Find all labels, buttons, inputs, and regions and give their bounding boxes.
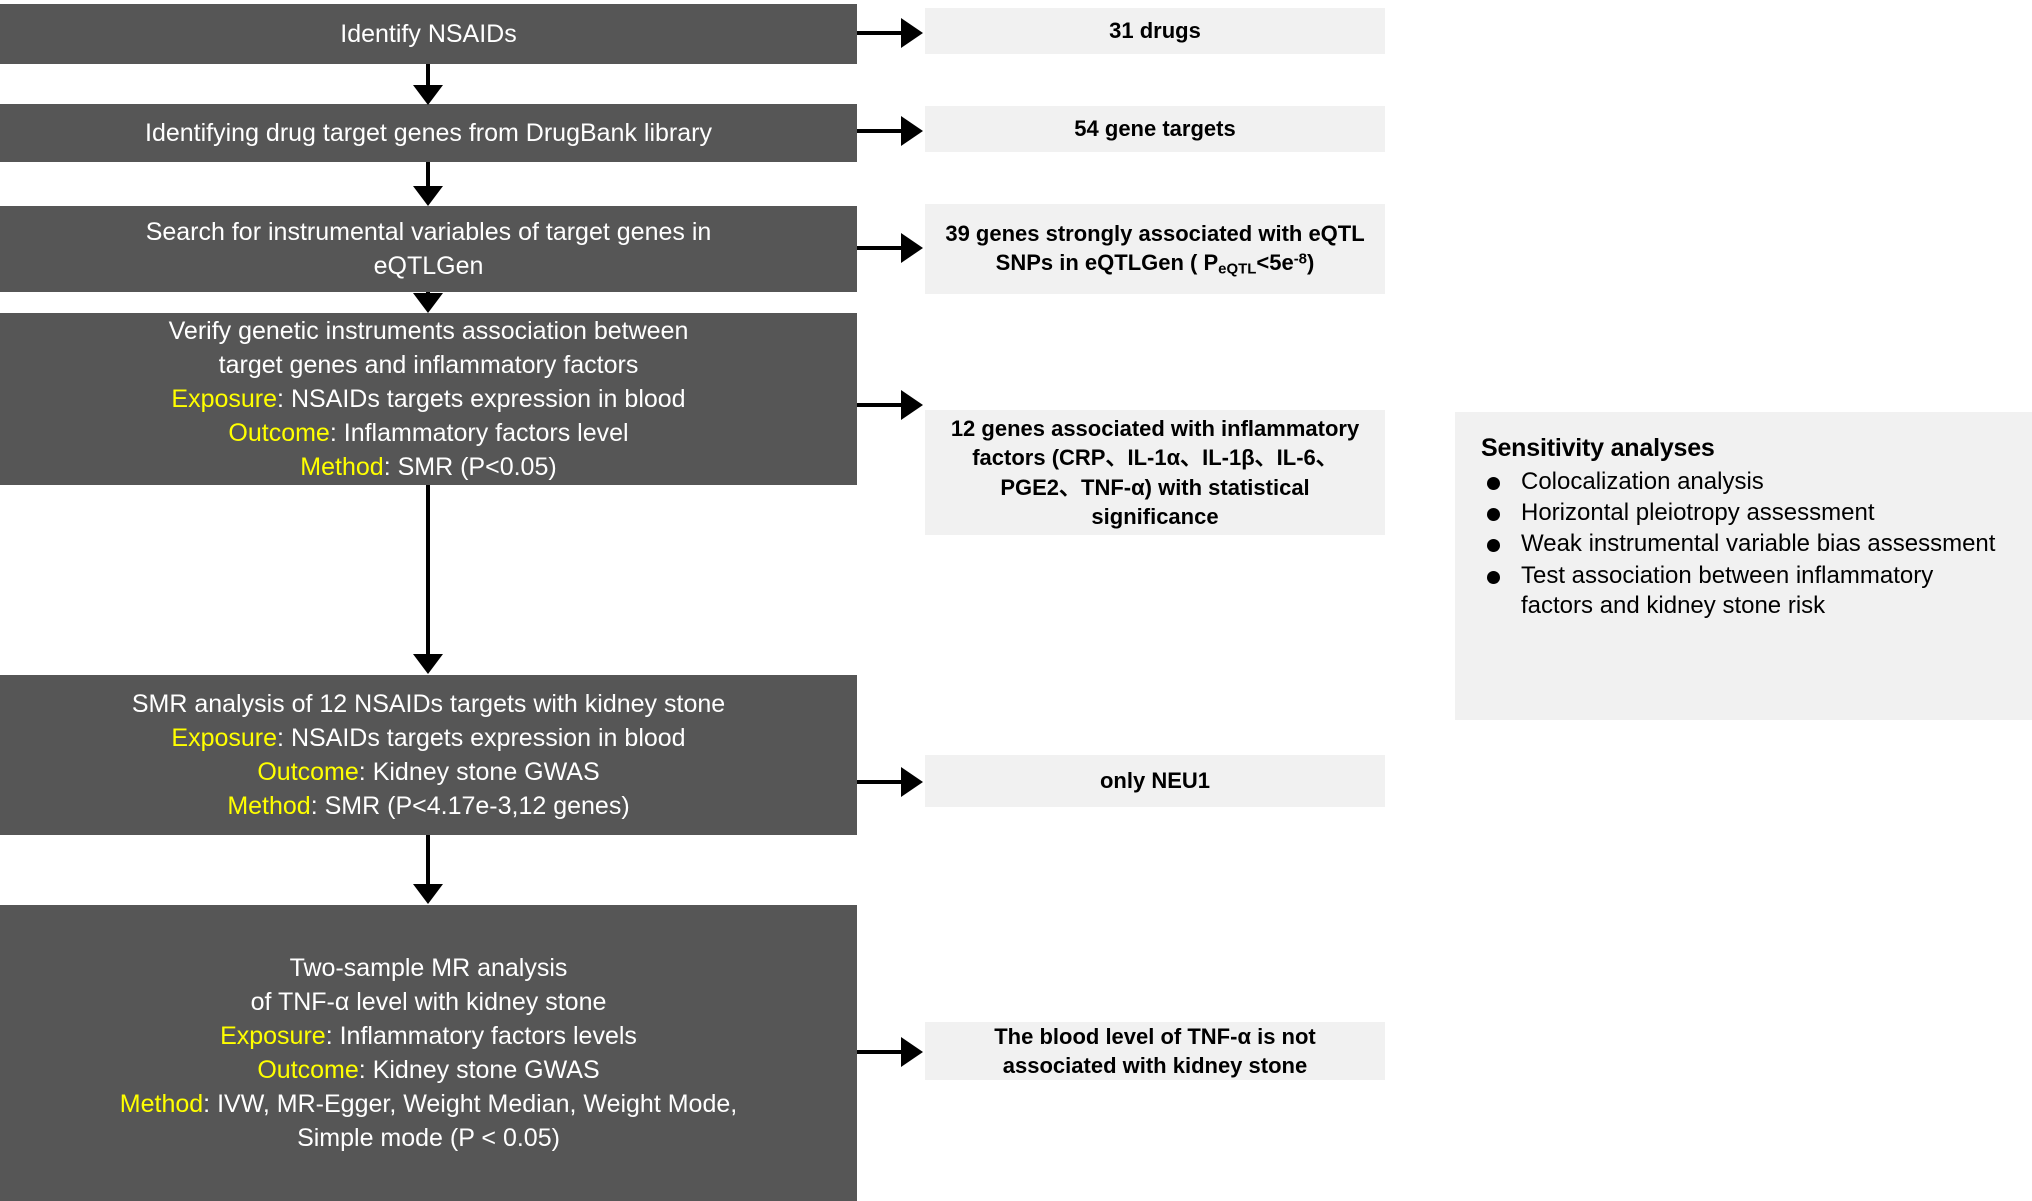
field-sep: :	[358, 1056, 373, 1084]
connector-arrow-4	[413, 654, 443, 674]
sensitivity-analyses-panel[interactable]: Sensitivity analyses Colocalization anal…	[1455, 412, 2032, 720]
field-sep: :	[277, 724, 291, 752]
process-field-exposure: Exposure: NSAIDs targets expression in b…	[171, 721, 685, 755]
process-line: Search for instrumental variables of tar…	[145, 218, 712, 246]
connector-arrow-r4	[901, 390, 923, 420]
connector-arrow-1	[413, 85, 443, 105]
connector-arrow-2	[413, 186, 443, 206]
process-field-outcome: Outcome: Kidney stone GWAS	[257, 755, 599, 789]
result-text: 39 genes strongly associated with eQTL S…	[945, 220, 1365, 278]
connector-line-r4	[857, 403, 907, 407]
sensitivity-item-test-association[interactable]: Test association between inflammatory fa…	[1481, 561, 2006, 621]
connector-arrow-r1	[901, 18, 923, 48]
process-box-identify-nsaids[interactable]: Identify NSAIDs	[0, 4, 857, 64]
sensitivity-item-colocalization[interactable]: Colocalization analysis	[1481, 467, 2006, 497]
field-sep: :	[325, 1022, 340, 1050]
field-value: Kidney stone GWAS	[372, 758, 600, 786]
sensitivity-item-pleiotropy[interactable]: Horizontal pleiotropy assessment	[1481, 498, 2006, 528]
connector-arrow-3	[413, 293, 443, 313]
connector-line-5	[426, 835, 430, 885]
field-label: Exposure	[171, 724, 278, 752]
field-sep: :	[310, 792, 325, 820]
connector-arrow-r2	[901, 116, 923, 146]
field-label: Method	[119, 1090, 204, 1118]
connector-line-r5	[857, 780, 907, 784]
process-field-outcome: Outcome: Inflammatory factors level	[228, 416, 628, 450]
field-sep: :	[203, 1090, 218, 1118]
field-sep: :	[329, 419, 344, 447]
process-line: eQTLGen	[373, 252, 484, 280]
field-label: Outcome	[257, 758, 359, 786]
connector-arrow-r6	[901, 1037, 923, 1067]
result-text: 31 drugs	[1109, 18, 1201, 44]
field-label: Exposure	[220, 1022, 326, 1050]
result-box-tnf-not-associated[interactable]: The blood level of TNF-α is not associat…	[925, 1022, 1385, 1080]
field-value: NSAIDs targets expression in blood	[290, 385, 686, 413]
field-sep: :	[277, 385, 291, 413]
connector-line-2	[426, 162, 430, 187]
process-box-identify-drug-target-genes[interactable]: Identifying drug target genes from DrugB…	[0, 104, 857, 162]
field-label: Method	[300, 453, 384, 481]
process-line: Two-sample MR analysis	[289, 954, 568, 982]
process-field-exposure: Exposure: Inflammatory factors levels	[220, 1019, 637, 1053]
result-box-only-neu1[interactable]: only NEU1	[925, 755, 1385, 807]
result-text: 54 gene targets	[1074, 116, 1236, 142]
result-box-gene-targets[interactable]: 54 gene targets	[925, 106, 1385, 152]
process-box-two-sample-mr-analysis[interactable]: Two-sample MR analysis of TNF-α level wi…	[0, 905, 857, 1201]
process-box-verify-genetic-instruments[interactable]: Verify genetic instruments association b…	[0, 313, 857, 485]
process-field-method: Method: IVW, MR-Egger, Weight Median, We…	[120, 1087, 737, 1121]
process-field-method-continued: Simple mode (P < 0.05)	[297, 1124, 560, 1152]
connector-line-r6	[857, 1050, 907, 1054]
field-value: Inflammatory factors level	[343, 419, 629, 447]
connector-line-r1	[857, 31, 907, 35]
field-value: SMR (P<0.05)	[397, 453, 557, 481]
connector-line-1	[426, 64, 430, 87]
connector-arrow-r5	[901, 767, 923, 797]
field-label: Method	[227, 792, 311, 820]
connector-arrow-r3	[901, 233, 923, 263]
field-value: IVW, MR-Egger, Weight Median, Weight Mod…	[217, 1090, 738, 1118]
process-field-method: Method: SMR (P<4.17e-3,12 genes)	[227, 789, 629, 823]
result-box-inflammatory-genes[interactable]: 12 genes associated with inflammatory fa…	[925, 410, 1385, 535]
result-text: only NEU1	[1099, 768, 1211, 794]
field-value: Kidney stone GWAS	[372, 1056, 600, 1084]
field-sep: :	[383, 453, 398, 481]
process-box-search-instrumental-variables[interactable]: Search for instrumental variables of tar…	[0, 206, 857, 292]
field-value: Inflammatory factors levels	[339, 1022, 637, 1050]
process-field-outcome: Outcome: Kidney stone GWAS	[257, 1053, 599, 1087]
process-box-smr-analysis-kidney-stone[interactable]: SMR analysis of 12 NSAIDs targets with k…	[0, 675, 857, 835]
result-text: 12 genes associated with inflammatory fa…	[950, 416, 1360, 529]
field-sep: :	[358, 758, 373, 786]
process-line: target genes and inflammatory factors	[218, 351, 639, 379]
sensitivity-list: Colocalization analysis Horizontal pleio…	[1481, 467, 2006, 621]
connector-line-r3	[857, 246, 907, 250]
process-field-method: Method: SMR (P<0.05)	[300, 450, 556, 484]
connector-line-4	[426, 485, 430, 655]
process-line: Identify NSAIDs	[340, 20, 517, 48]
process-line: of TNF-α level with kidney stone	[250, 988, 607, 1016]
result-box-eqtl-genes[interactable]: 39 genes strongly associated with eQTL S…	[925, 204, 1385, 294]
result-text: The blood level of TNF-α is not associat…	[994, 1023, 1316, 1078]
field-label: Exposure	[171, 385, 278, 413]
process-line: SMR analysis of 12 NSAIDs targets with k…	[131, 690, 726, 718]
process-line: Verify genetic instruments association b…	[168, 317, 689, 345]
connector-arrow-5	[413, 884, 443, 904]
field-label: Outcome	[257, 1056, 359, 1084]
sensitivity-heading: Sensitivity analyses	[1481, 434, 1715, 462]
result-box-drugs[interactable]: 31 drugs	[925, 8, 1385, 54]
field-label: Outcome	[228, 419, 330, 447]
field-value: SMR (P<4.17e-3,12 genes)	[324, 792, 630, 820]
field-value: NSAIDs targets expression in blood	[290, 724, 686, 752]
process-field-exposure: Exposure: NSAIDs targets expression in b…	[171, 382, 685, 416]
process-line: Identifying drug target genes from DrugB…	[145, 119, 712, 147]
connector-line-r2	[857, 129, 907, 133]
sensitivity-item-weak-instrument[interactable]: Weak instrumental variable bias assessme…	[1481, 529, 2006, 559]
